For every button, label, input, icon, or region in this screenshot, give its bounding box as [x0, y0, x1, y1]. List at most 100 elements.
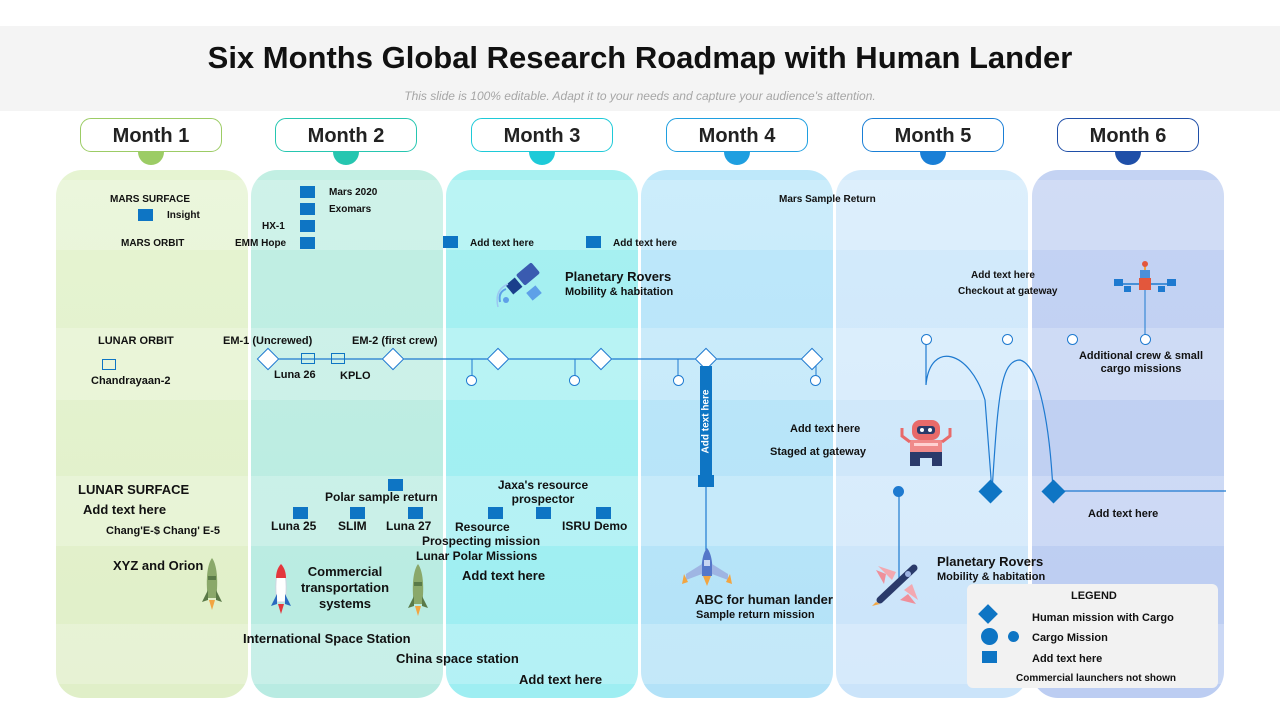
lunar-orbit-label: LUNAR ORBIT: [98, 335, 174, 347]
band-lunar-surface: [54, 476, 1226, 546]
month-column-4: [641, 170, 833, 698]
commercial-line-3: systems: [318, 596, 372, 611]
orbit-circle-2: [569, 375, 580, 386]
exomars-marker: [300, 203, 315, 215]
mars-add-marker-2: [586, 236, 601, 248]
polar-marker: [388, 479, 403, 491]
em1-label: EM-1 (Uncrewed): [223, 335, 313, 347]
month-label-5: Month 5: [862, 118, 1004, 152]
rover-ship-icon: [872, 564, 918, 606]
additional-line-2: cargo missions: [1100, 363, 1182, 375]
lunar-surface-add: Add text here: [83, 502, 167, 517]
additional-line-1: Additional crew & small: [1078, 350, 1204, 362]
month4-vertical-end: [698, 475, 714, 487]
lunar-polar-label: Lunar Polar Missions: [416, 549, 538, 563]
slim-marker: [350, 507, 365, 519]
page-subtitle: This slide is 100% editable. Adapt it to…: [404, 89, 876, 103]
luna25-label: Luna 25: [271, 519, 317, 533]
mars-sample-return-label: Mars Sample Return: [779, 194, 876, 205]
gateway-line-2: Checkout at gateway: [958, 286, 1058, 297]
mars2020-marker: [300, 186, 315, 198]
isru-marker: [596, 507, 611, 519]
lunar-surface-label: LUNAR SURFACE: [78, 482, 190, 497]
em2-label: EM-2 (first crew): [352, 335, 438, 347]
month-column-1: [56, 170, 248, 698]
gateway-circle-4: [1140, 334, 1151, 345]
transport-add-m3: Add text here: [462, 568, 546, 583]
month-label-4: Month 4: [666, 118, 808, 152]
legend-human-label: Human mission with Cargo: [1032, 612, 1174, 624]
rovers-top-sub: Mobility & habitation: [565, 286, 674, 298]
luna26-label: Luna 26: [274, 369, 316, 381]
mars-surface-label: MARS SURFACE: [110, 194, 191, 205]
jaxa-line-1: Jaxa's resource: [497, 478, 589, 492]
gateway-circle-3: [1067, 334, 1078, 345]
band-lunar-orbit: [54, 328, 1226, 400]
luna26-marker: [301, 353, 315, 364]
lander-icon: [682, 548, 732, 586]
hx1-label: HX-1: [262, 221, 285, 232]
commercial-line-2: transportation: [300, 580, 390, 595]
commercial-line-1: Commercial: [307, 564, 383, 579]
legend-title: LEGEND: [1071, 590, 1117, 602]
mars-add-label-2: Add text here: [613, 238, 677, 249]
xyz-label: XYZ and Orion: [113, 558, 204, 573]
legend-square-icon: [982, 651, 997, 663]
month-dot-3: [529, 152, 555, 165]
orbit-circle-4: [810, 375, 821, 386]
orbit-circle-1: [466, 375, 477, 386]
band-mars: [54, 180, 1226, 250]
polar-label: Polar sample return: [325, 490, 438, 504]
rovers-bottom-title: Planetary Rovers: [937, 554, 1044, 569]
change-label: Chang'E-$ Chang' E-5: [106, 525, 221, 537]
chandrayaan-marker: [102, 359, 116, 370]
exomars-label: Exomars: [329, 204, 372, 215]
month-label-2: Month 2: [275, 118, 417, 152]
luna25-marker: [293, 507, 308, 519]
orbit-circle-3: [673, 375, 684, 386]
month-dot-2: [333, 152, 359, 165]
satellite-icon: [496, 263, 542, 308]
hx1-marker: [300, 220, 315, 232]
header-band: [0, 26, 1280, 111]
rocket-icon-1: [202, 558, 222, 610]
drone-icon: [1114, 261, 1176, 292]
abc-label: ABC for human lander: [695, 592, 833, 607]
month-label-3: Month 3: [471, 118, 613, 152]
lunar-surface-add-m6: Add text here: [1088, 508, 1159, 520]
page-title: Six Months Global Research Roadmap with …: [207, 40, 1073, 75]
isru-label: ISRU Demo: [562, 519, 628, 533]
month-column-3: [446, 170, 638, 698]
kplo-marker: [331, 353, 345, 364]
mars2020-label: Mars 2020: [329, 187, 378, 198]
surface-cargo-dot: [893, 486, 904, 497]
rocket-icon-2: [271, 563, 291, 614]
emm-marker: [300, 237, 315, 249]
slim-label: SLIM: [338, 519, 367, 533]
month-dot-1: [138, 152, 164, 165]
staged-line-1: Add text here: [790, 423, 861, 435]
gateway-circle-1: [921, 334, 932, 345]
month4-vertical-bar: [700, 366, 712, 476]
luna27-label: Luna 27: [386, 519, 432, 533]
month-dot-6: [1115, 152, 1141, 165]
legend-cargo-label: Cargo Mission: [1032, 632, 1108, 644]
china-station-label: China space station: [396, 651, 519, 666]
mars-orbit-label: MARS ORBIT: [121, 238, 185, 249]
chandrayaan-label: Chandrayaan-2: [91, 375, 171, 387]
legend-add-label: Add text here: [1032, 653, 1103, 665]
mars-add-marker-1: [443, 236, 458, 248]
month-label-6: Month 6: [1057, 118, 1199, 152]
resource-marker: [488, 507, 503, 519]
rovers-bottom-sub: Mobility & habitation: [937, 571, 1046, 583]
rovers-top-title: Planetary Rovers: [565, 269, 672, 284]
month-label-1: Month 1: [80, 118, 222, 152]
sample-mission-label: Sample return mission: [696, 609, 815, 621]
legend-note: Commercial launchers not shown: [1016, 673, 1177, 684]
kplo-label: KPLO: [340, 370, 371, 382]
mars-add-label-1: Add text here: [470, 238, 534, 249]
month4-vertical-label: Add text here: [700, 389, 712, 454]
month-dot-4: [724, 152, 750, 165]
gateway-circle-2: [1002, 334, 1013, 345]
